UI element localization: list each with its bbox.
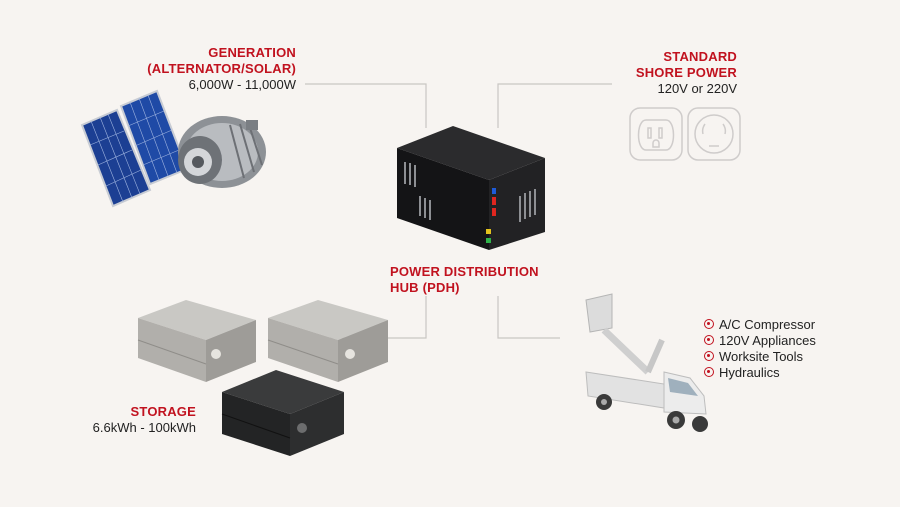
- load-item-label: A/C Compressor: [719, 316, 816, 332]
- generation-label: GENERATION (ALTERNATOR/SOLAR) 6,000W - 1…: [100, 45, 296, 93]
- load-item-label: Hydraulics: [719, 364, 780, 380]
- list-item: Worksite Tools: [704, 348, 816, 364]
- bucket-truck-icon: [585, 293, 708, 432]
- load-item-label: 120V Appliances: [719, 332, 816, 348]
- shore-power-voltage: 120V or 220V: [657, 81, 737, 96]
- load-item-label: Worksite Tools: [719, 348, 804, 364]
- hub-title-line2: HUB (PDH): [390, 280, 460, 295]
- generation-range: 6,000W - 11,000W: [188, 77, 296, 92]
- storage-title: STORAGE: [130, 404, 196, 419]
- outlet-120v-icon: [629, 107, 683, 161]
- bullet-dot-icon: [704, 367, 714, 377]
- shore-power-title-line1: STANDARD: [663, 49, 737, 64]
- bullet-dot-icon: [704, 319, 714, 329]
- connector-lines: [305, 83, 612, 339]
- shore-power-label: STANDARD SHORE POWER 120V or 220V: [560, 49, 737, 97]
- bullet-dot-icon: [704, 351, 714, 361]
- battery-pack-icon: [137, 300, 388, 456]
- storage-range: 6.6kWh - 100kWh: [92, 420, 196, 435]
- outlet-220v-icon: [687, 107, 741, 161]
- loads-list: A/C Compressor 120V Appliances Worksite …: [704, 316, 816, 380]
- bullet-dot-icon: [704, 335, 714, 345]
- list-item: 120V Appliances: [704, 332, 816, 348]
- hub-title-line1: POWER DISTRIBUTION: [390, 264, 539, 279]
- shore-power-title-line2: SHORE POWER: [635, 65, 737, 80]
- list-item: A/C Compressor: [704, 316, 816, 332]
- storage-label: STORAGE 6.6kWh - 100kWh: [40, 404, 196, 436]
- solar-panel-icon: [80, 89, 189, 208]
- hub-label: POWER DISTRIBUTION HUB (PDH): [390, 264, 590, 296]
- generation-title-line1: GENERATION: [208, 45, 296, 60]
- generation-title-line2: (ALTERNATOR/SOLAR): [147, 61, 296, 76]
- power-hub-unit-icon: [397, 126, 545, 250]
- list-item: Hydraulics: [704, 364, 816, 380]
- alternator-icon: [178, 116, 266, 188]
